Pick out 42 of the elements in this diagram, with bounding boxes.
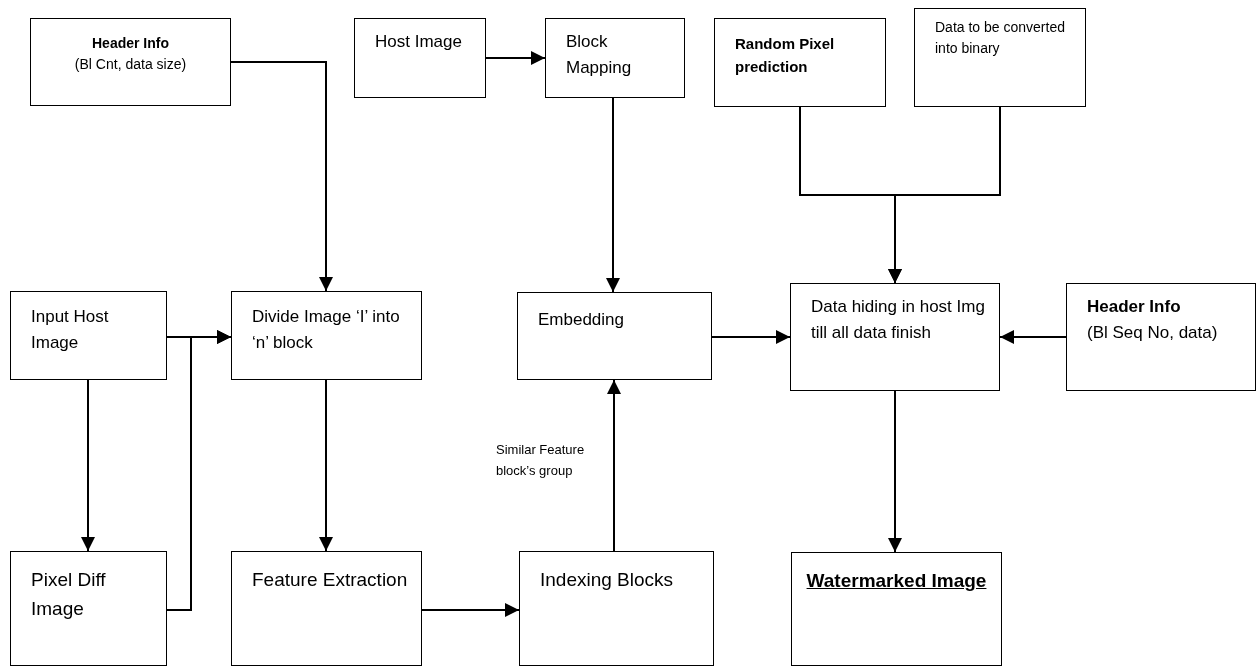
arrow [711, 330, 791, 344]
box-heading: Header Info [91, 34, 170, 53]
box-text: Indexing Blocks [540, 568, 675, 592]
box-text: Embedding [538, 309, 625, 331]
arrow [319, 379, 333, 552]
box-text: Data to be converted into binary [935, 18, 1066, 58]
box-text: Divide Image ‘I’ into ‘n’ block [252, 306, 401, 354]
process-box [790, 283, 1000, 391]
box-text: Feature Extraction [252, 568, 409, 592]
process-box [30, 18, 231, 106]
box-text: (Bl Cnt, data size) [73, 55, 188, 74]
arrow [421, 603, 520, 617]
arrow [485, 51, 546, 65]
process-box [1066, 283, 1256, 391]
arrow [888, 106, 1001, 284]
box-text: Random Pixel prediction [735, 34, 836, 77]
box-text: Watermarked Image [805, 569, 988, 593]
process-box [791, 552, 1002, 666]
arrow [888, 390, 902, 553]
box-text: (Bl Seq No, data) [1087, 321, 1219, 344]
process-box [517, 292, 712, 380]
box-text: Data hiding in host Img till all data finish [811, 296, 986, 344]
process-box [519, 551, 714, 666]
box-text: Input Host Image [31, 306, 110, 354]
box-text: Block Mapping [566, 31, 633, 79]
arrow [607, 379, 621, 552]
process-box [545, 18, 685, 98]
process-box [231, 291, 422, 380]
process-box [231, 551, 422, 666]
process-box [914, 8, 1086, 107]
arrow [81, 379, 95, 552]
process-box [10, 551, 167, 666]
box-text: Host Image [375, 31, 463, 53]
arrow [999, 330, 1067, 344]
arrow [230, 61, 333, 292]
arrow [166, 330, 232, 611]
process-box [354, 18, 486, 98]
arrow [606, 97, 620, 293]
process-box [10, 291, 167, 380]
process-box [714, 18, 886, 107]
box-heading: Header Info [1087, 296, 1182, 318]
box-text: Pixel Diff Image [31, 568, 107, 621]
